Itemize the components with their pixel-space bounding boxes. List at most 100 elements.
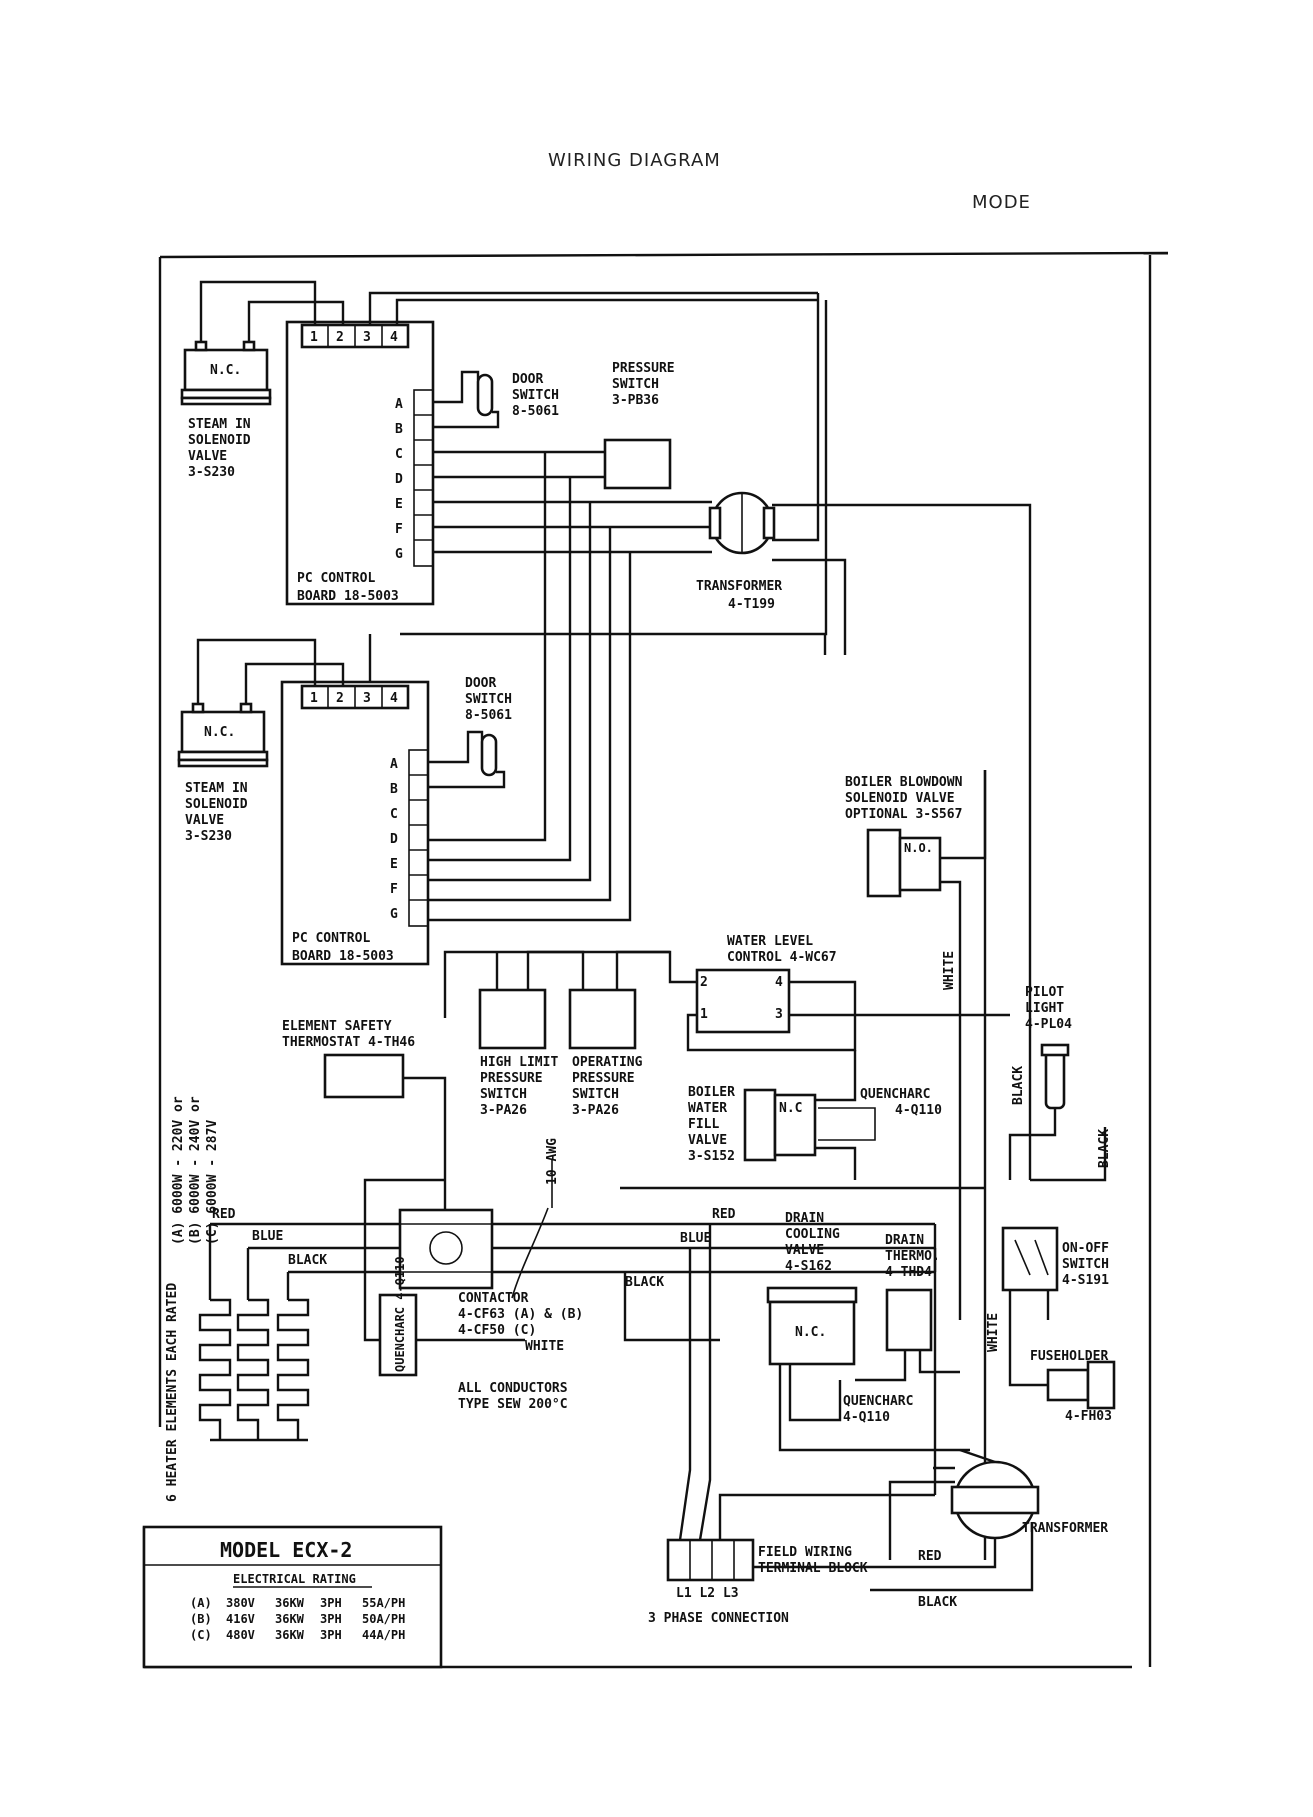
svg-text:THERMOSTAT 4-TH46: THERMOSTAT 4-TH46 bbox=[282, 1035, 415, 1050]
svg-text:SWITCH: SWITCH bbox=[1062, 1257, 1109, 1272]
high-limit-pressure-switch: HIGH LIMIT PRESSURE SWITCH 3-PA26 bbox=[478, 950, 585, 1118]
pressure-switch-top: PRESSURE SWITCH 3-PB36 bbox=[603, 361, 675, 490]
svg-text:10 AWG: 10 AWG bbox=[545, 1138, 560, 1185]
svg-text:QUENCHARC 4-Q110: QUENCHARC 4-Q110 bbox=[393, 1256, 407, 1372]
svg-text:WHITE: WHITE bbox=[942, 951, 957, 990]
upper-pin-b: B bbox=[395, 422, 403, 437]
svg-text:LIGHT: LIGHT bbox=[1025, 1001, 1064, 1016]
svg-text:416V: 416V bbox=[226, 1612, 255, 1626]
upper-pin-f: F bbox=[395, 522, 403, 537]
svg-text:FILL: FILL bbox=[688, 1117, 719, 1132]
svg-text:RED: RED bbox=[212, 1207, 236, 1222]
rating-row: (C) 480V 36KW 3PH 44A/PH bbox=[190, 1628, 405, 1642]
svg-text:SWITCH: SWITCH bbox=[612, 377, 659, 392]
lower-board-number: BOARD 18-5003 bbox=[292, 949, 394, 964]
svg-text:CONTACTOR: CONTACTOR bbox=[458, 1291, 529, 1306]
upper-valve-nc: N.C. bbox=[210, 363, 241, 378]
lower-pin-c: C bbox=[390, 807, 398, 822]
svg-text:3-S230: 3-S230 bbox=[188, 465, 235, 480]
svg-text:3-S152: 3-S152 bbox=[688, 1149, 735, 1164]
svg-text:55A/PH: 55A/PH bbox=[362, 1596, 405, 1610]
svg-text:ELEMENT SAFETY: ELEMENT SAFETY bbox=[282, 1019, 392, 1034]
svg-text:N.C: N.C bbox=[779, 1101, 802, 1116]
svg-text:STEAM IN: STEAM IN bbox=[188, 417, 251, 432]
upper-pin-g: G bbox=[395, 547, 403, 562]
lower-terminal-3: 3 bbox=[363, 691, 371, 706]
svg-text:(C): (C) bbox=[190, 1628, 212, 1642]
svg-text:3PH: 3PH bbox=[320, 1612, 342, 1626]
fuseholder: FUSEHOLDER 4-FH03 bbox=[1008, 1349, 1116, 1424]
svg-text:BOILER BLOWDOWN: BOILER BLOWDOWN bbox=[845, 775, 963, 790]
svg-text:36KW: 36KW bbox=[275, 1612, 305, 1626]
svg-text:480V: 480V bbox=[226, 1628, 255, 1642]
lower-board-terminals: 1 2 3 4 bbox=[300, 684, 410, 710]
svg-text:DRAIN: DRAIN bbox=[785, 1211, 824, 1226]
svg-text:SOLENOID: SOLENOID bbox=[185, 797, 248, 812]
svg-text:4-S191: 4-S191 bbox=[1062, 1273, 1109, 1288]
svg-text:VALVE: VALVE bbox=[185, 813, 224, 828]
svg-text:TRANSFORMER: TRANSFORMER bbox=[696, 579, 782, 594]
svg-text:ALL CONDUCTORS: ALL CONDUCTORS bbox=[458, 1381, 568, 1396]
page-title: WIRING DIAGRAM bbox=[548, 150, 721, 171]
svg-text:BOILER: BOILER bbox=[688, 1085, 735, 1100]
conductors-note: ALL CONDUCTORS TYPE SEW 200°C bbox=[458, 1381, 568, 1412]
svg-text:OPERATING: OPERATING bbox=[572, 1055, 643, 1070]
svg-text:36KW: 36KW bbox=[275, 1628, 305, 1642]
svg-text:FUSEHOLDER: FUSEHOLDER bbox=[1030, 1349, 1108, 1364]
svg-text:(B): (B) bbox=[190, 1612, 212, 1626]
svg-text:3-PB36: 3-PB36 bbox=[612, 393, 659, 408]
svg-text:WHITE: WHITE bbox=[986, 1313, 1001, 1352]
power-wires: RED BLUE BLACK RED BLUE BLACK bbox=[208, 1186, 985, 1541]
svg-text:3 PHASE CONNECTION: 3 PHASE CONNECTION bbox=[648, 1611, 789, 1626]
svg-text:RED: RED bbox=[918, 1549, 942, 1564]
upper-board-label: PC CONTROL bbox=[297, 571, 375, 586]
on-off-switch: ON-OFF SWITCH 4-S191 bbox=[1001, 1226, 1109, 1380]
lower-pin-d: D bbox=[390, 832, 398, 847]
svg-text:(A): (A) bbox=[190, 1596, 212, 1610]
upper-board-terminals: 1 2 3 4 bbox=[300, 323, 410, 349]
svg-text:BLACK: BLACK bbox=[918, 1595, 957, 1610]
svg-text:(B) 6000W - 240V or: (B) 6000W - 240V or bbox=[188, 1096, 203, 1245]
right-vertical-wires: WHITE BLACK BLACK WHITE bbox=[942, 760, 1112, 1560]
pilot-light: PILOT LIGHT 4-PL04 bbox=[1008, 985, 1072, 1180]
svg-text:RED: RED bbox=[712, 1207, 736, 1222]
svg-text:WHITE: WHITE bbox=[525, 1339, 564, 1354]
svg-text:3-S230: 3-S230 bbox=[185, 829, 232, 844]
svg-text:3PH: 3PH bbox=[320, 1628, 342, 1642]
lower-terminal-4: 4 bbox=[390, 691, 398, 706]
lower-wiring bbox=[196, 638, 506, 789]
svg-text:380V: 380V bbox=[226, 1596, 255, 1610]
transformer-bottom: TRANSFORMER RED BLACK bbox=[870, 1448, 1108, 1610]
lower-door-switch: DOOR SWITCH 8-5061 bbox=[465, 676, 512, 777]
water-level-control: WATER LEVEL CONTROL 4-WC67 2 4 1 3 bbox=[443, 934, 1010, 1052]
upper-terminal-4: 4 bbox=[390, 330, 398, 345]
svg-text:PRESSURE: PRESSURE bbox=[480, 1071, 543, 1086]
svg-text:N.O.: N.O. bbox=[904, 841, 933, 855]
upper-terminal-3: 3 bbox=[363, 330, 371, 345]
svg-text:4-THD4: 4-THD4 bbox=[885, 1265, 932, 1280]
svg-text:HIGH LIMIT: HIGH LIMIT bbox=[480, 1055, 558, 1070]
drain-thermostat: DRAIN THERMO. 4-THD4 QUENCHARC 4-Q110 bbox=[843, 1233, 960, 1425]
svg-text:BLACK: BLACK bbox=[288, 1253, 327, 1268]
svg-text:WATER LEVEL: WATER LEVEL bbox=[727, 934, 813, 949]
rating-row: (B) 416V 36KW 3PH 50A/PH bbox=[190, 1612, 405, 1626]
element-safety-thermostat: ELEMENT SAFETY THERMOSTAT 4-TH46 bbox=[282, 1019, 447, 1180]
svg-text:4-CF50 (C): 4-CF50 (C) bbox=[458, 1323, 536, 1338]
drain-cooling-valve: N.C. DRAIN COOLING VALVE 4-S162 bbox=[766, 1211, 970, 1452]
contactor: CONTACTOR 4-CF63 (A) & (B) 4-CF50 (C) QU… bbox=[363, 1138, 583, 1377]
vertical-bus bbox=[368, 293, 1032, 922]
svg-text:50A/PH: 50A/PH bbox=[362, 1612, 405, 1626]
lower-pc-control-board: 1 2 3 4 A B C D E F G PC CONTROL BOARD 1… bbox=[280, 680, 430, 966]
svg-text:FIELD WIRING: FIELD WIRING bbox=[758, 1545, 852, 1560]
svg-text:CONTROL 4-WC67: CONTROL 4-WC67 bbox=[727, 950, 837, 965]
svg-text:BLACK: BLACK bbox=[625, 1275, 664, 1290]
model-subtitle: ELECTRICAL RATING bbox=[233, 1572, 356, 1586]
svg-text:(C) 6000W - 287V: (C) 6000W - 287V bbox=[205, 1120, 220, 1245]
svg-text:DOOR: DOOR bbox=[465, 676, 496, 691]
svg-text:PRESSURE: PRESSURE bbox=[572, 1071, 635, 1086]
svg-text:VALVE: VALVE bbox=[688, 1133, 727, 1148]
svg-text:OPTIONAL 3-S567: OPTIONAL 3-S567 bbox=[845, 807, 962, 822]
svg-text:PILOT: PILOT bbox=[1025, 985, 1064, 1000]
svg-text:BLACK: BLACK bbox=[1097, 1129, 1112, 1168]
